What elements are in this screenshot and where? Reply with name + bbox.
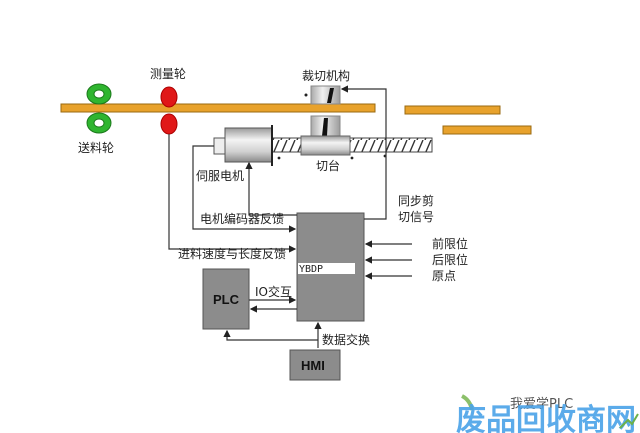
io-interaction-label: IO交互	[255, 284, 292, 299]
watermark-site: 废品回收商网	[456, 403, 636, 433]
watermark-account: 我爱学PLC	[510, 396, 573, 412]
leaf-icon	[461, 394, 474, 411]
material-bar-cut-2	[442, 125, 532, 135]
measuring-wheel-icon	[160, 86, 178, 135]
cutting-mechanism-icon	[304, 85, 341, 137]
rear-limit-label: 后限位	[432, 252, 468, 267]
connection-lines	[168, 85, 412, 348]
encoder-feedback-label: 电机编码器反馈	[200, 211, 284, 226]
plc-block[interactable]	[202, 268, 250, 330]
sync-cut-signal-label-2: 切信号	[398, 210, 434, 224]
lead-screw	[271, 137, 433, 153]
front-limit-label: 前限位	[432, 236, 468, 251]
watermark: 我爱学PLC 废品回收商网	[456, 394, 639, 433]
hmi-label: HMI	[301, 358, 325, 373]
origin-label: 原点	[432, 269, 456, 283]
speed-length-feedback-label: 进料速度与长度反馈	[178, 246, 286, 261]
sync-cut-signal-label-1: 同步剪	[398, 193, 434, 208]
feed-roller-icon	[86, 83, 112, 134]
trend-icon	[619, 413, 639, 429]
servo-motor-label: 伺服电机	[196, 169, 244, 183]
cutting-table-label: 切台	[316, 158, 340, 173]
material-bar-main	[60, 103, 376, 113]
controller-label-box	[298, 263, 355, 274]
data-exchange-label: 数据交换	[322, 332, 370, 347]
cutting-mechanism-label: 裁切机构	[302, 68, 350, 83]
controller-label: YBDP	[299, 264, 323, 275]
hmi-block[interactable]	[289, 349, 341, 381]
plc-label: PLC	[213, 292, 240, 307]
servo-motor-icon	[213, 125, 273, 166]
material-bar-cut-1	[404, 105, 501, 115]
cutting-table-icon	[300, 135, 351, 156]
feed-roller-label: 送料轮	[78, 140, 114, 155]
measuring-wheel-label: 测量轮	[150, 67, 186, 81]
